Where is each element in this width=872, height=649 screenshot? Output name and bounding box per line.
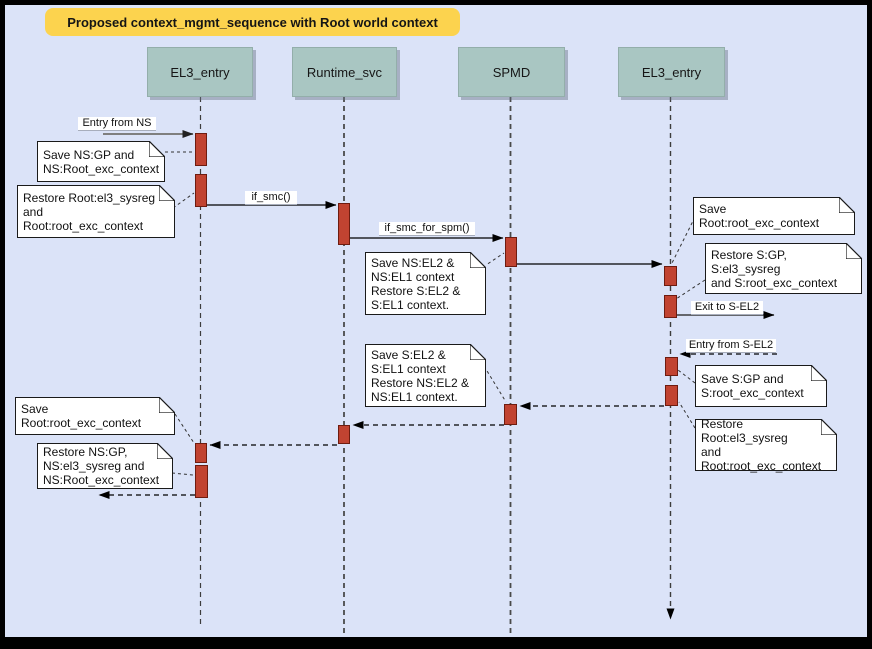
note-connector (483, 365, 507, 403)
note-save-root-exc-context-right: Save Root:root_exc_context (693, 197, 855, 235)
note-text: Save NS:GP and NS:Root_exc_context (43, 147, 160, 176)
note-restore-root-el3-sysreg: Restore Root:el3_sysreg and Root:root_ex… (17, 185, 175, 238)
note-fold-icon (839, 197, 855, 213)
note-text: Restore S:GP, S:el3_sysreg and S:root_ex… (711, 247, 838, 290)
message-label-entry-from-ns: Entry from NS (78, 117, 156, 131)
note-fold-icon (846, 243, 862, 259)
lifeline-label: SPMD (492, 64, 531, 80)
note-restore-s-gp: Restore S:GP, S:el3_sysreg and S:root_ex… (705, 243, 862, 294)
activation-bar (195, 465, 208, 498)
note-text: Save S:EL2 & S:EL1 context Restore NS:EL… (371, 347, 470, 404)
message-label-if-smc: if_smc() (245, 191, 297, 205)
lifeline-label: EL3_entry (641, 64, 702, 80)
note-save-root-exc-context-left: Save Root:root_exc_context (15, 397, 175, 435)
activation-bar (195, 443, 207, 463)
note-text: Save Root:root_exc_context (21, 402, 142, 430)
note-connector (675, 279, 706, 300)
note-text: Save Root:root_exc_context (699, 202, 820, 230)
note-restore-ns-gp: Restore NS:GP, NS:el3_sysreg and NS:Root… (37, 443, 173, 489)
note-fold-icon (821, 419, 837, 435)
note-restore-root-el3-sysreg-right: Restore Root:el3_sysreg and Root:root_ex… (695, 417, 837, 473)
lifeline-header-spmd: SPMD (458, 47, 565, 97)
note-fold-icon (149, 141, 165, 157)
note-text: Restore Root:el3_sysreg and Root:root_ex… (23, 190, 156, 233)
note-fold-icon (470, 344, 486, 360)
activation-bar (664, 266, 677, 286)
activation-bar (504, 404, 517, 425)
note-connector (174, 413, 195, 444)
note-text: Restore Root:el3_sysreg and Root:root_ex… (701, 417, 822, 473)
note-fold-icon (157, 443, 173, 459)
note-connector (172, 192, 195, 209)
note-save-s-gp: Save S:GP and S:root_exc_context (695, 365, 827, 407)
message-label-exit-to-s-el2: Exit to S-EL2 (691, 301, 763, 315)
note-connector (677, 369, 696, 384)
note-fold-icon (470, 252, 486, 268)
note-connector (671, 216, 696, 264)
note-connector (482, 252, 505, 268)
activation-bar (195, 133, 207, 166)
note-text: Restore NS:GP, NS:el3_sysreg and NS:Root… (43, 445, 160, 487)
note-fold-icon (159, 185, 175, 201)
note-fold-icon (811, 365, 827, 381)
lifeline-header-el3-entry-left: EL3_entry (147, 47, 253, 97)
lifeline-header-runtime-svc: Runtime_svc (292, 47, 397, 97)
note-save-ns-gp: Save NS:GP and NS:Root_exc_context (37, 141, 165, 182)
message-label-entry-from-s-el2: Entry from S-EL2 (686, 339, 776, 353)
activation-bar (664, 295, 677, 318)
activation-bar (665, 385, 678, 406)
note-save-ns-el2: Save NS:EL2 & NS:EL1 context Restore S:E… (365, 252, 486, 315)
activation-bar (338, 203, 350, 245)
note-connector (678, 401, 696, 429)
diagram-title: Proposed context_mgmt_sequence with Root… (45, 8, 460, 36)
activation-bar (338, 425, 350, 444)
diagram-wires (98, 97, 777, 637)
activation-bar (665, 357, 678, 376)
note-text: Save NS:EL2 & NS:EL1 context Restore S:E… (371, 255, 461, 312)
note-connector (171, 472, 194, 476)
activation-bar (505, 237, 517, 267)
activation-bar (195, 174, 207, 207)
lifeline-header-el3-entry-right: EL3_entry (618, 47, 725, 97)
note-fold-icon (159, 397, 175, 413)
lifeline-label: Runtime_svc (306, 64, 383, 80)
lifeline-label: EL3_entry (170, 64, 230, 80)
note-save-s-el2: Save S:EL2 & S:EL1 context Restore NS:EL… (365, 344, 486, 407)
note-text: Save S:GP and S:root_exc_context (701, 372, 804, 400)
message-label-if-smc-for-spm: if_smc_for_spm() (379, 222, 475, 236)
